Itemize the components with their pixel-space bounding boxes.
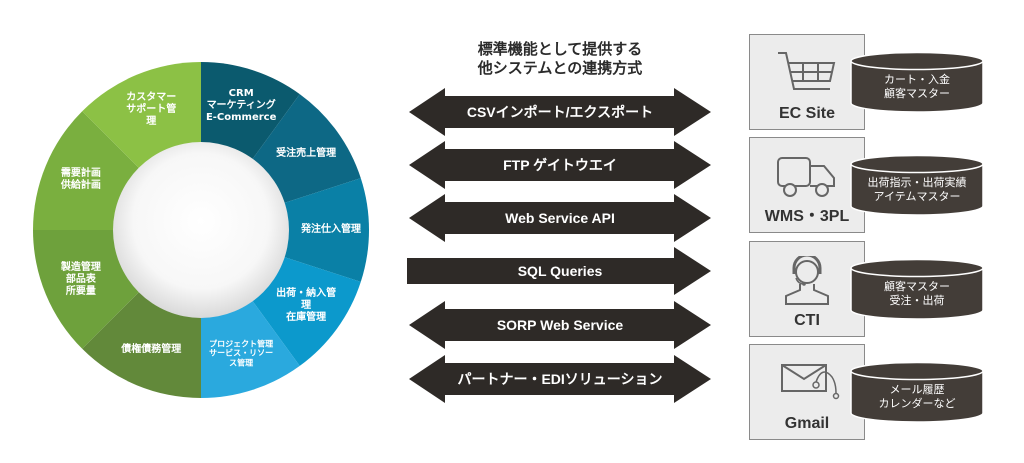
wheel-label-purchasing: 発注仕入管理 (301, 224, 361, 235)
integration-method-label: SQL Queries (517, 263, 603, 279)
wheel-label-project-resource: プロジェクト管理 サービス・リソー ス管理 (209, 339, 274, 368)
arrow-bidirectional (409, 88, 711, 136)
mail-envelope-icon (772, 359, 842, 409)
data-store-cylinder: カート・入金 顧客マスター (849, 51, 985, 113)
integration-method-label: Web Service API (505, 210, 615, 226)
system-box: CTI (749, 241, 865, 337)
data-store-label: 顧客マスター 受注・出荷 (884, 280, 950, 308)
data-store-cylinder: 出荷指示・出荷実績 アイテムマスター (849, 154, 985, 216)
wheel-label-manufacturing: 製造管理 部品表 所要量 (60, 261, 101, 297)
truck-icon (772, 152, 842, 202)
system-name: WMS・3PL (764, 208, 850, 225)
arrow-bidirectional (409, 141, 711, 189)
data-store-label: 出荷指示・出荷実績 アイテムマスター (867, 176, 967, 204)
system-box: EC Site (749, 34, 865, 130)
headset-operator-icon (772, 253, 842, 306)
system-name: CTI (794, 312, 820, 329)
data-store-cylinder: 顧客マスター 受注・出荷 (849, 258, 985, 320)
integration-title: 標準機能として提供する 他システムとの連携方式 (477, 40, 643, 77)
data-store-label: メール履歴 カレンダーなど (878, 383, 956, 411)
arrow-bidirectional (409, 301, 711, 349)
arrow-right (407, 247, 711, 295)
wheel-label-order-sales: 受注売上管理 (276, 147, 337, 159)
data-store-label: カート・入金 顧客マスター (884, 73, 950, 101)
arrow-bidirectional (409, 355, 711, 403)
integration-method-label: FTP ゲイトウエイ (503, 157, 617, 173)
wheel-label-crm: CRM マーケティング E-Commerce (205, 88, 277, 124)
shopping-cart-icon (772, 49, 842, 99)
wheel-hub (113, 142, 289, 318)
integration-method-label: パートナー・EDIソリューション (457, 371, 663, 387)
wheel-label-shipping-inventory: 出荷・納入管 理 在庫管理 (276, 288, 337, 324)
arrow-bidirectional (409, 194, 711, 242)
erp-module-wheel (32, 62, 370, 398)
system-name: EC Site (778, 105, 835, 122)
integration-method-label: CSVインポート/エクスポート (466, 104, 654, 120)
system-box: Gmail (749, 344, 865, 440)
system-name: Gmail (784, 415, 830, 432)
wheel-label-demand-supply: 需要計画 供給計画 (60, 168, 101, 192)
wheel-label-receivables-payables: 債権債務管理 (121, 344, 182, 356)
integration-method-label: SORP Web Service (496, 317, 624, 333)
system-box: WMS・3PL (749, 137, 865, 233)
data-store-cylinder: メール履歴 カレンダーなど (849, 361, 985, 423)
wheel-label-customer-support: カスタマー サポート管 理 (126, 91, 177, 127)
